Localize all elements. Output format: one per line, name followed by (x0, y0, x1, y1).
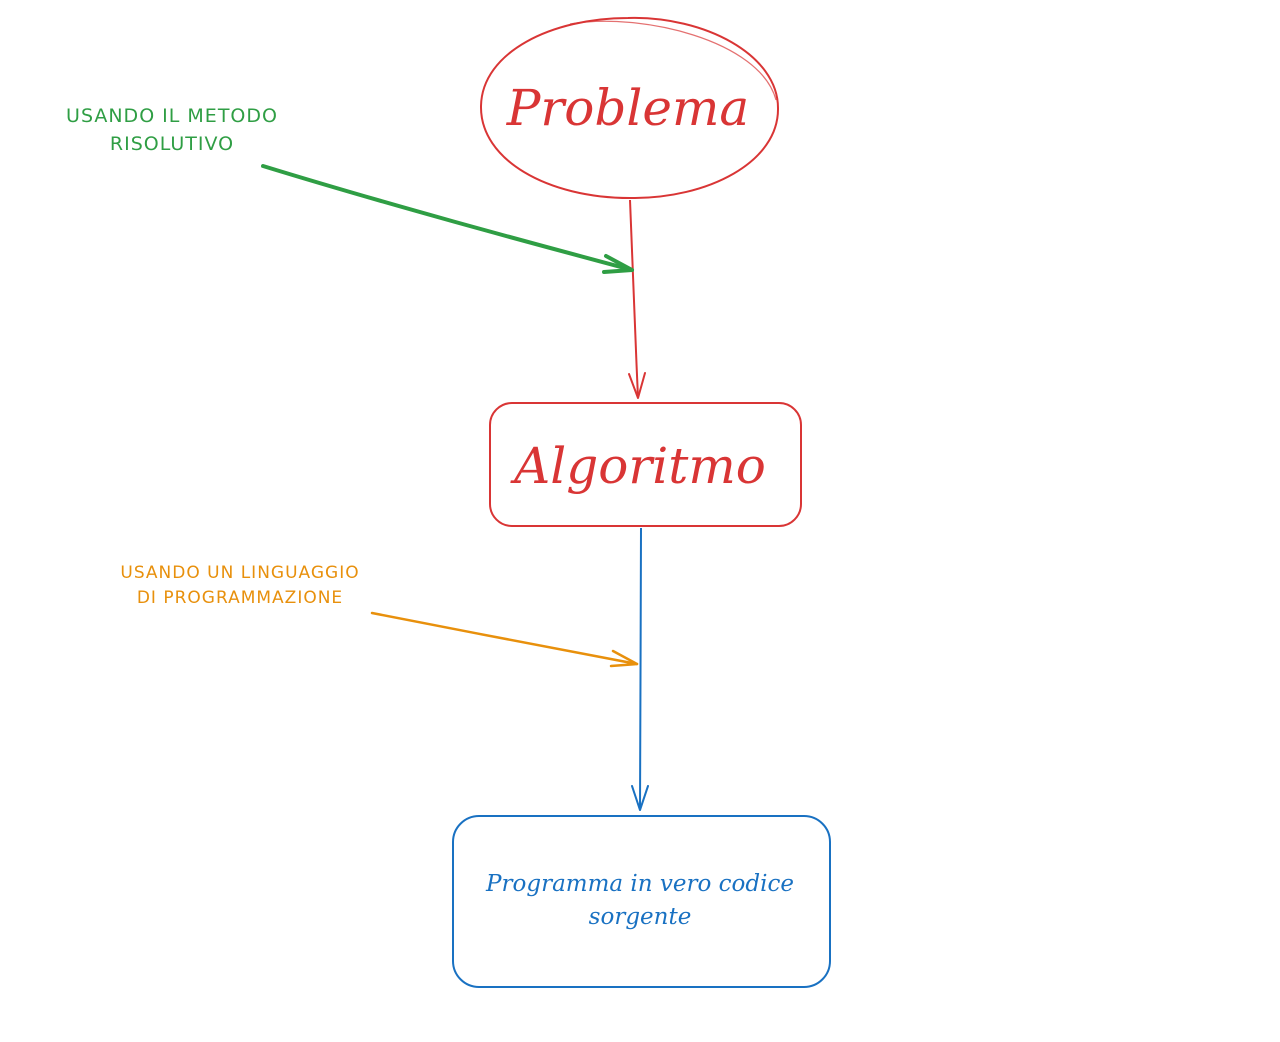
algorithm-node[interactable]: Algoritmo (489, 402, 802, 527)
problem-ellipse-sketch (569, 20, 777, 101)
method-annotation: USANDO IL METODO RISOLUTIVO (66, 105, 634, 274)
language-annotation: USANDO UN LINGUAGGIO DI PROGRAMMAZIONE (120, 563, 639, 668)
method-label-line1: USANDO IL METODO (66, 105, 278, 127)
edge-algorithm-to-program (631, 527, 649, 811)
edge-problem-to-algorithm (628, 199, 646, 399)
edge-algorithm-program-arrowhead (631, 785, 649, 811)
language-label-line1: USANDO UN LINGUAGGIO (120, 563, 359, 583)
method-arrowhead (602, 254, 634, 274)
edge-algorithm-program-line (639, 527, 642, 811)
algorithm-label: Algoritmo (510, 437, 766, 495)
problem-ellipse (479, 16, 780, 200)
program-node[interactable]: Programma in vero codice sorgente (452, 815, 831, 988)
language-arrow-line (370, 611, 639, 666)
method-label-line2: RISOLUTIVO (110, 133, 234, 155)
problem-label: Problema (506, 79, 749, 137)
edge-problem-algorithm-line (629, 199, 639, 399)
language-arrowhead (609, 649, 639, 668)
problem-node[interactable]: Problema (479, 16, 780, 200)
edge-problem-algorithm-arrowhead (628, 372, 646, 399)
program-label-line2: sorgente (589, 904, 692, 930)
language-label-line2: DI PROGRAMMAZIONE (137, 588, 343, 608)
program-label-line1: Programma in vero codice (485, 871, 794, 897)
method-arrow-line (261, 164, 634, 272)
algorithm-box (489, 402, 802, 527)
program-box (452, 815, 831, 988)
